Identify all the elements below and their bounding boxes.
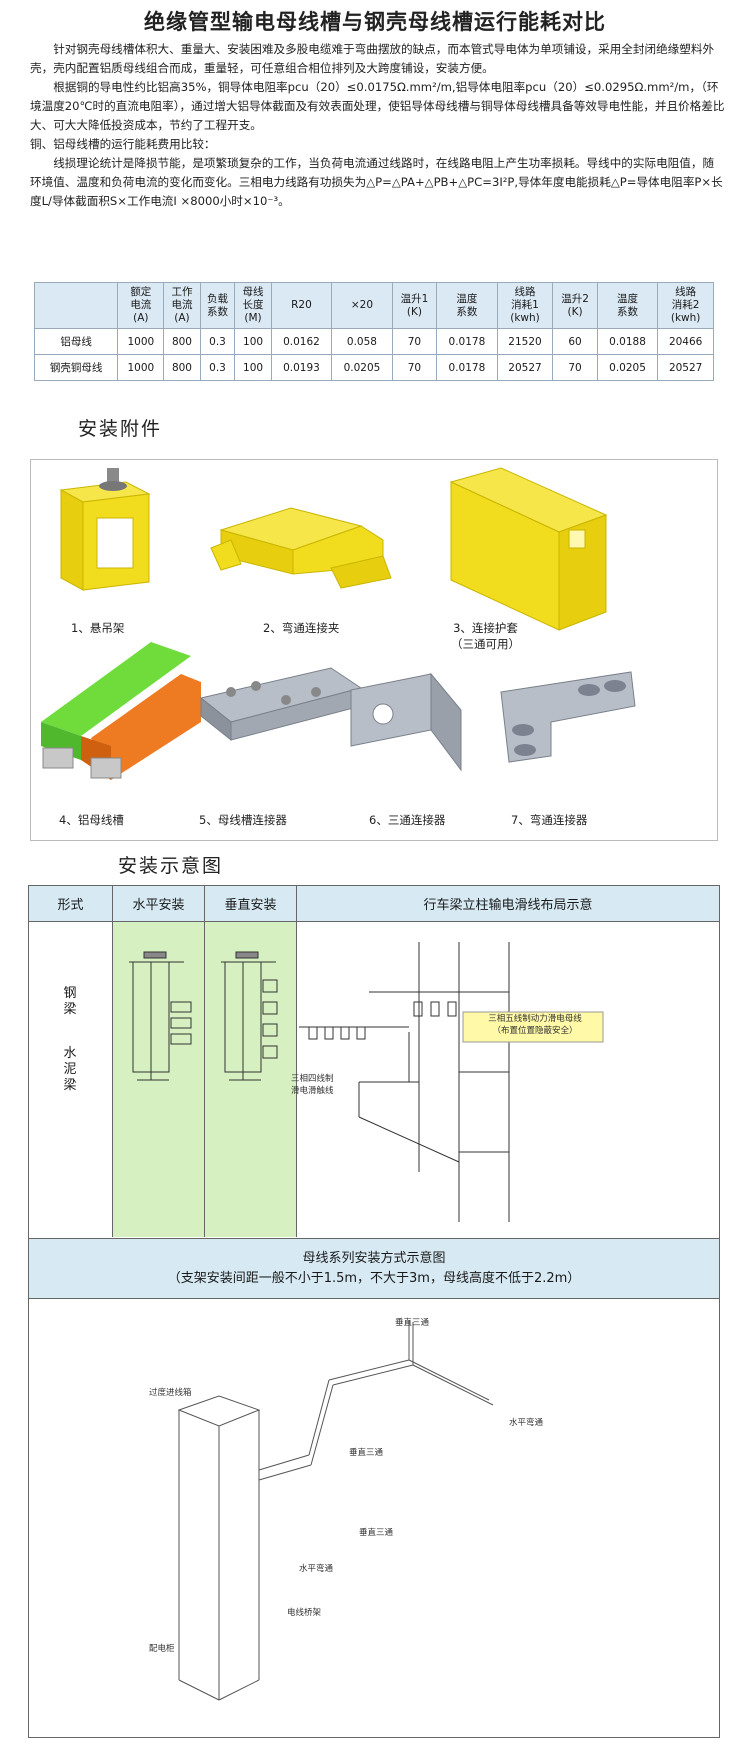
table-cell: 100 — [234, 354, 272, 381]
accessory-caption-2: 2、弯通连接夹 — [263, 621, 340, 635]
table-cell: 1000 — [117, 328, 165, 355]
intro-paragraph-1: 针对钢壳母线槽体积大、重量大、安装困难及多股电缆难于弯曲摆放的缺点，而本管式导电… — [30, 42, 715, 75]
diagram-label-a: 垂直三通 — [395, 1318, 430, 1328]
label-steel-beam: 钢 梁 — [63, 986, 77, 1017]
table-cell: 铝母线 — [33, 328, 119, 355]
install-drawings — [129, 942, 604, 1222]
intro-paragraph-2: 根据铜的导电性约比铝高35%，铜导体电阻率pcu（20）≤0.0175Ω.mm²… — [30, 80, 725, 132]
table-cell: 0.0205 — [596, 354, 659, 381]
accessories-illustrations — [41, 467, 636, 780]
install-title: 安装示意图 — [118, 855, 224, 877]
table-header-cell: 线路 消耗1 (kwh) — [496, 282, 554, 329]
intro-paragraph-3: 铜、铝母线槽的运行能耗费用比较： — [30, 137, 216, 151]
table-cell: 0.0178 — [436, 354, 498, 381]
aluminum-busbar-icon — [41, 642, 201, 780]
diagram-label-d: 过度进线箱 — [149, 1388, 192, 1398]
table-cell: 0.0178 — [436, 328, 498, 355]
table-header-cell: 母线 长度 (M) — [234, 282, 272, 329]
table-header-cell: 温升2 (K) — [552, 282, 598, 329]
table-header-cell: 温升1 (K) — [391, 282, 438, 329]
accessories-panel: 1、悬吊架 2、弯通连接夹 3、连接护套 （三通可用） 4、铝母线槽 5、母线槽… — [30, 459, 718, 841]
table-header-cell: R20 — [270, 282, 333, 329]
accessories-title: 安装附件 — [78, 418, 163, 440]
table-header-cell: 温度 系数 — [436, 282, 498, 329]
table-header-cell: 温度 系数 — [596, 282, 659, 329]
table-cell: 0.0193 — [270, 354, 333, 381]
table-cell: 钢壳铜母线 — [33, 354, 119, 381]
page-title: 绝缘管型输电母线槽与钢壳母线槽运行能耗对比 — [144, 10, 606, 34]
elbow-clamp-icon — [210, 507, 392, 589]
accessory-caption-5: 5、母线槽连接器 — [199, 813, 287, 827]
header-form: 形式 — [29, 886, 113, 922]
table-cell: 21520 — [496, 328, 554, 355]
table-cell: 60 — [552, 328, 598, 355]
table-cell: 70 — [391, 354, 438, 381]
table-cell: 20527 — [496, 354, 554, 381]
table-cell: 800 — [163, 328, 201, 355]
header-horizontal: 水平安装 — [113, 886, 205, 922]
header-vertical: 垂直安装 — [205, 886, 297, 922]
form-column — [29, 922, 113, 1237]
busbar-system-diagram — [177, 1320, 494, 1701]
busbar-connector-icon — [199, 667, 363, 742]
diagram-label-g: 电线桥架 — [287, 1608, 322, 1618]
table-header-cell: 负载 系数 — [199, 282, 236, 329]
table-header-cell — [33, 282, 119, 329]
table-header-cell: ×20 — [331, 282, 393, 329]
install-caption-line-2: （支架安装间距一般不小于1.5m，不大于3m，母线高度不低于2.2m） — [167, 1271, 581, 1286]
diagram-label-f: 水平弯通 — [299, 1564, 334, 1574]
table-cell: 0.3 — [199, 328, 236, 355]
accessory-caption-7: 7、弯通连接器 — [511, 813, 588, 827]
connector-sleeve-icon — [449, 467, 608, 631]
diagram-label-h: 配电柜 — [149, 1644, 175, 1654]
table-cell: 20466 — [657, 328, 714, 355]
table-header-cell: 工作 电流 (A) — [163, 282, 201, 329]
install-caption-line-1: 母线系列安装方式示意图 — [302, 1251, 446, 1266]
install-caption: 母线系列安装方式示意图 （支架安装间距一般不小于1.5m，不大于3m，母线高度不… — [29, 1238, 719, 1299]
table-cell: 20527 — [657, 354, 714, 381]
diagram-label-c: 垂直三通 — [349, 1448, 384, 1458]
accessory-caption-4: 4、铝母线槽 — [59, 813, 124, 827]
table-cell: 70 — [552, 354, 598, 381]
intro-text: 针对钢壳母线槽体积大、重量大、安装困难及多股电缆难于弯曲摆放的缺点，而本管式导电… — [30, 40, 725, 211]
header-layout: 行车梁立柱输电滑线布局示意 — [297, 886, 719, 922]
table-cell: 800 — [163, 354, 201, 381]
elbow-connector-icon — [500, 671, 636, 763]
table-cell: 1000 — [117, 354, 165, 381]
intro-paragraph-4: 线损理论统计是降损节能，是项繁琐复杂的工作，当负荷电流通过线路时，在线路电阻上产… — [30, 156, 723, 208]
table-header-cell: 额定 电流 (A) — [117, 282, 165, 329]
table-cell: 0.0162 — [270, 328, 333, 355]
layout-note-2: 三相四线制 滑电滑触线 — [291, 1074, 334, 1096]
accessory-caption-3: 3、连接护套 （三通可用） — [451, 621, 520, 651]
table-cell: 0.058 — [331, 328, 393, 355]
table-cell: 70 — [391, 328, 438, 355]
table-header-cell: 线路 消耗2 (kwh) — [657, 282, 714, 329]
hanger-icon — [59, 468, 151, 591]
diagram-label-e: 垂直三通 — [359, 1528, 394, 1538]
diagram-label-b: 水平弯通 — [509, 1418, 544, 1428]
table-cell: 100 — [234, 328, 272, 355]
layout-note-1: 三相五线制动力滑电母线 （布置位置隐蔽安全） — [488, 1014, 582, 1036]
accessory-caption-6: 6、三通连接器 — [369, 813, 446, 827]
tee-connector-icon — [350, 672, 462, 772]
accessory-caption-1: 1、悬吊架 — [71, 621, 125, 635]
table-cell: 0.3 — [199, 354, 236, 381]
table-cell: 0.0188 — [596, 328, 659, 355]
install-panel: 形式 水平安装 垂直安装 行车梁立柱输电滑线布局示意 钢 梁 水 泥 梁 — [28, 885, 720, 1738]
label-concrete-beam: 水 泥 梁 — [63, 1046, 77, 1093]
table-cell: 0.0205 — [331, 354, 393, 381]
